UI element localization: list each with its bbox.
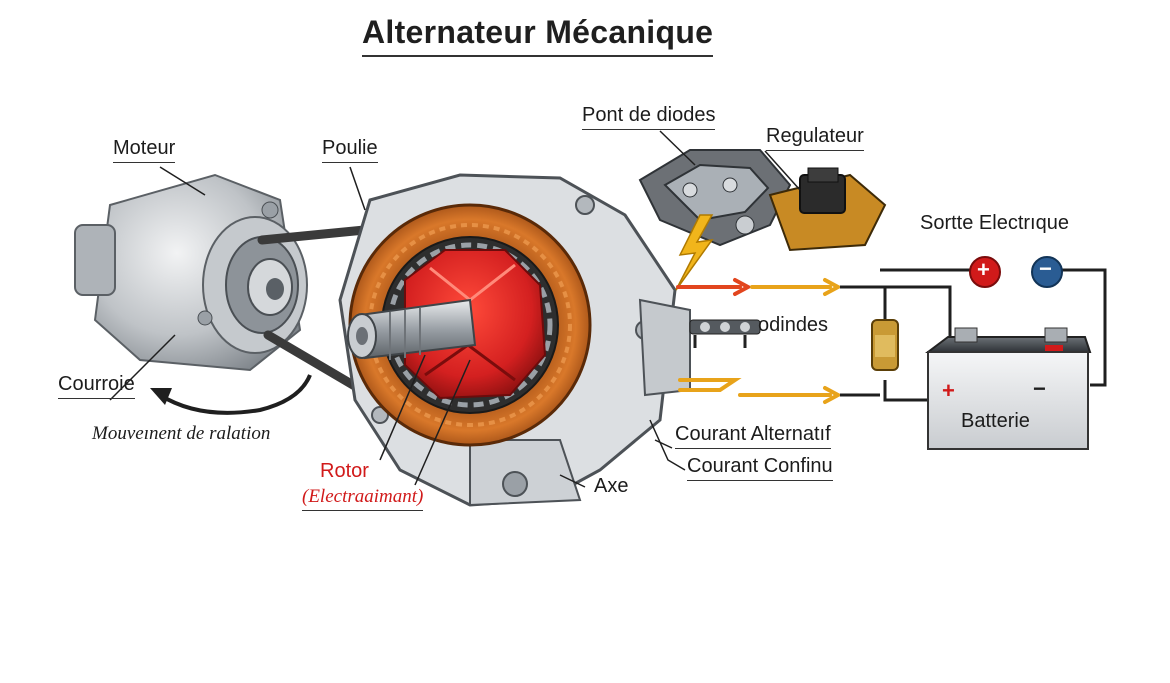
positive-terminal-badge [969,256,1001,288]
label-regulateur: Regulateur [766,125,864,151]
battery-plus-sign: + [942,378,955,403]
label-electroaimant: (Electraaimant) [302,486,424,511]
label-courant-continu: Courant Confinu [687,455,833,481]
leader-lines [109,130,801,488]
label-rotor: Rotor [320,460,369,482]
capacitor [871,319,899,371]
lightning-icon [675,214,714,291]
rotation-arrow [150,374,312,415]
label-mouvement-rotation: Mouveınent de ralation [92,423,271,444]
plus-sign: + [977,257,990,282]
label-batterie: Batterie [961,410,1030,432]
label-axe: Axe [594,475,629,497]
battery-minus-sign: − [1033,376,1046,401]
label-courant-alternatif: Courant Alternatıf [675,423,831,449]
battery [925,327,1092,450]
label-courroie: Courroie [58,373,135,399]
current-arrows [676,278,843,404]
label-sortie-electrique: Sortte Electrıque [920,212,1069,234]
shaft [347,298,477,360]
label-diodes: odindes [758,314,829,336]
label-poulie: Poulie [322,137,378,163]
regulator [768,167,887,252]
diode-bridge [638,149,792,247]
diode-strip [689,319,761,348]
diagram-title: Alternateur Mécanique [362,14,714,57]
minus-sign: − [1039,256,1052,281]
label-pont-de-diodes: Pont de diodes [582,104,716,130]
label-moteur: Moteur [113,137,176,163]
negative-terminal-badge [1031,256,1063,288]
